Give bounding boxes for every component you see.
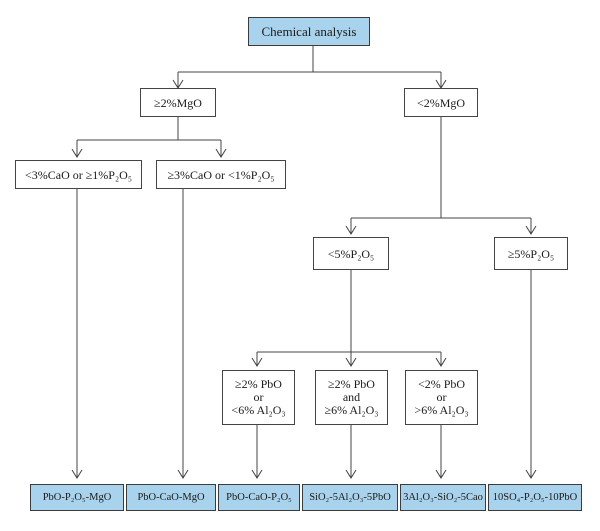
- result-label-1: PbO-P₂O₅-MgO: [42, 491, 112, 503]
- node-c1-line2: or: [253, 390, 264, 404]
- node-p2o5-high-label: ≥5%P₂O₅: [507, 246, 555, 261]
- node-pbo-low-or-al2o3-high: <2% PbO or >6% Al₂O₃: [405, 370, 478, 425]
- node-mgo-high: ≥2%MgO: [140, 88, 216, 117]
- result-pbo-cao-mgo: PbO-CaO-MgO: [126, 484, 216, 511]
- node-c3-line2: or: [436, 390, 447, 404]
- result-so4-p2o5-pbo: 10SO₄-P₂O₅-10PbO: [488, 484, 582, 511]
- node-cao-high-or-p2o5-low: ≥3%CaO or <1%P₂O₅: [156, 160, 286, 189]
- node-cao-high-label: ≥3%CaO or <1%P₂O₅: [167, 167, 275, 182]
- node-cao-low-label: <3%CaO or ≥1%P₂O₅: [24, 167, 133, 182]
- node-pbo-high-or-al2o3-low: ≥2% PbO or <6% Al₂O₃: [222, 370, 295, 425]
- node-p2o5-high: ≥5%P₂O₅: [494, 237, 568, 270]
- node-mgo-high-label: ≥2%MgO: [154, 95, 202, 110]
- node-mgo-low: <2%MgO: [404, 88, 478, 117]
- node-cao-low-or-p2o5-high: <3%CaO or ≥1%P₂O₅: [15, 160, 142, 189]
- node-c1-line3: <6% Al₂O₃: [231, 403, 286, 417]
- node-c1-line1: ≥2% PbO: [235, 377, 282, 391]
- node-p2o5-low: <5%P₂O₅: [313, 237, 389, 270]
- result-pbo-p2o5-mgo: PbO-P₂O₅-MgO: [30, 484, 124, 511]
- result-label-6: 10SO₄-P₂O₅-10PbO: [492, 491, 578, 503]
- node-pbo-high-and-al2o3-high: ≥2% PbO and ≥6% Al₂O₃: [315, 370, 388, 425]
- result-pbo-cao-p2o5: PbO-CaO-P₂O₅: [218, 484, 300, 511]
- node-c2-line3: ≥6% Al₂O₃: [324, 403, 379, 417]
- node-p2o5-low-label: <5%P₂O₅: [327, 246, 375, 261]
- result-label-5: 3Al₂O₃-SiO₂-5Cao: [403, 491, 483, 503]
- result-al2o3-sio2-cao: 3Al₂O₃-SiO₂-5Cao: [400, 484, 486, 511]
- result-label-4: SiO₂-5Al₂O₃-5PbO: [309, 491, 391, 503]
- node-c2-line1: ≥2% PbO: [328, 377, 375, 391]
- node-c3-line3: >6% Al₂O₃: [414, 403, 469, 417]
- result-sio2-al2o3-pbo: SiO₂-5Al₂O₃-5PbO: [302, 484, 398, 511]
- node-mgo-low-label: <2%MgO: [416, 95, 466, 110]
- root-node-chemical-analysis: Chemical analysis: [248, 17, 370, 46]
- result-label-2: PbO-CaO-MgO: [137, 491, 205, 503]
- node-c2-line2: and: [342, 390, 361, 404]
- root-node-label: Chemical analysis: [261, 23, 357, 39]
- result-label-3: PbO-CaO-P₂O₅: [226, 491, 292, 503]
- node-c3-line1: <2% PbO: [417, 377, 466, 391]
